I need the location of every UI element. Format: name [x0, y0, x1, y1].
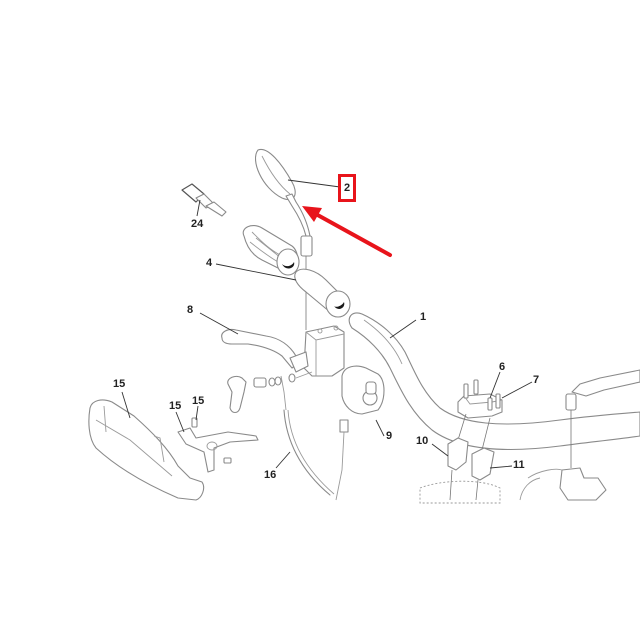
highlight-box-part-2: 2 — [338, 174, 356, 202]
callout-label-2: 2 — [343, 182, 351, 194]
throttle-tube-part — [294, 268, 351, 318]
callout-label-11: 11 — [513, 459, 525, 471]
callout-label-8: 8 — [187, 304, 194, 316]
callout-label-4: 4 — [206, 257, 213, 269]
callout-label-15-bracket: 15 — [169, 400, 182, 412]
callout-label-15-guard: 15 — [113, 378, 126, 390]
right-mirror-part — [519, 369, 640, 501]
callout-label-15-bolt: 15 — [192, 395, 205, 407]
callout-label-1: 1 — [420, 311, 427, 323]
grip-part — [242, 225, 300, 276]
callout-label-7: 7 — [533, 374, 540, 386]
brake-hose-part — [283, 409, 335, 496]
handlebar-part — [348, 312, 640, 450]
hand-guard-part — [88, 399, 205, 501]
highlight-arrow — [302, 206, 392, 257]
callout-label-24: 24 — [191, 218, 204, 230]
leader-lines — [121, 179, 533, 469]
triple-clamp-part — [419, 480, 501, 504]
callout-label-9: 9 — [386, 430, 393, 442]
bar-end-weight-part — [181, 183, 227, 217]
brake-lever-part — [221, 325, 345, 377]
riser-parts — [447, 413, 495, 501]
callout-label-16: 16 — [264, 469, 277, 481]
hand-guard-bracket-part — [177, 417, 259, 473]
callout-label-6: 6 — [499, 361, 506, 373]
banjo-fittings-part — [227, 371, 313, 414]
callout-label-10: 10 — [416, 435, 429, 447]
mirror-part — [254, 148, 313, 330]
switch-housing-part — [335, 365, 385, 501]
upper-clamp-part — [457, 379, 503, 419]
